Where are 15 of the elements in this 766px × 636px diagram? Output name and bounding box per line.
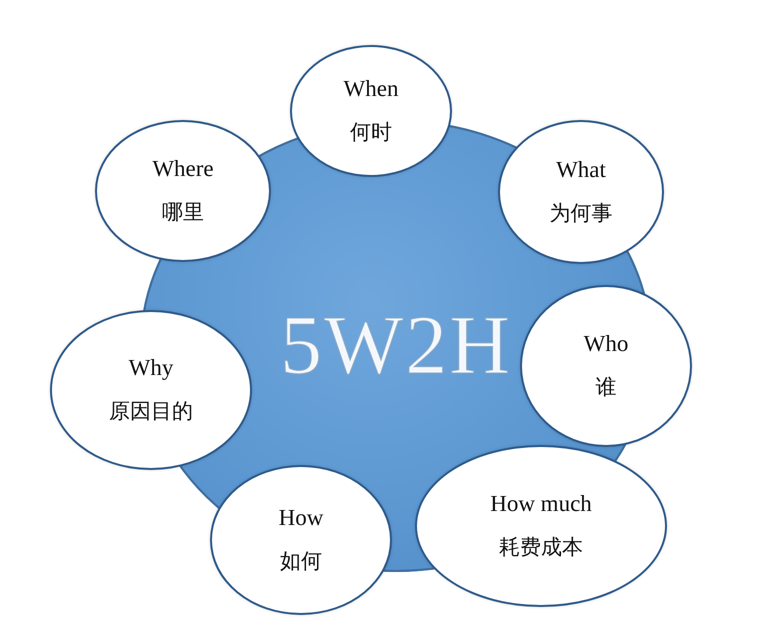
chinese-label: 为何事 [550,200,612,227]
english-label: Where [152,156,214,182]
chinese-label: 何时 [350,119,392,146]
chinese-label: 耗费成本 [499,534,583,561]
chinese-label: 谁 [596,374,616,401]
chinese-label: 如何 [280,548,322,575]
english-label: How much [490,491,592,517]
english-label: Why [128,355,174,381]
english-label: How [278,505,324,531]
chinese-label: 哪里 [162,199,204,226]
english-label: Who [584,331,628,357]
chinese-label: 原因目的 [109,398,193,425]
english-label: What [556,157,606,183]
english-label: When [344,76,398,102]
center-title: 5W2H [280,304,512,388]
